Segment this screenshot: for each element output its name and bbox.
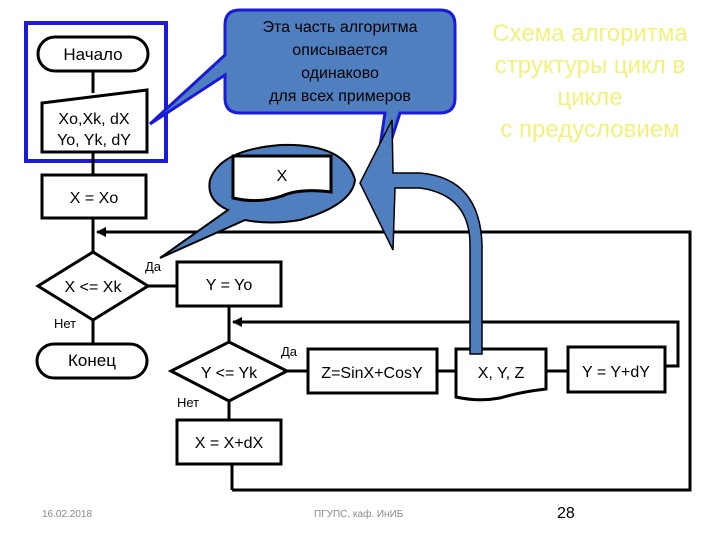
callout-line3: одинаково xyxy=(301,65,379,82)
callout-line1: Эта часть алгоритма xyxy=(262,19,417,36)
cond-y-yes-label: Да xyxy=(281,344,298,359)
title-line2: структуры цикл в xyxy=(494,52,686,79)
cond-y-label: Y <= Yk xyxy=(201,365,258,382)
start-terminator: Начало xyxy=(36,35,150,73)
footer-date: 16.02.2018 xyxy=(42,509,93,520)
inc-x-label: X = X+dX xyxy=(195,435,264,452)
cond-x-no-label: Нет xyxy=(54,316,76,331)
init-y-block: Y = Yo xyxy=(175,260,283,308)
compute-z-label: Z=SinX+CosY xyxy=(321,365,423,382)
x-output-callout: X xyxy=(159,143,357,259)
end-terminator: Конец xyxy=(35,342,149,380)
callout-bubble: Эта часть алгоритма описывается одинаков… xyxy=(148,8,457,201)
init-x-label: X = Xo xyxy=(70,190,119,207)
cond-y-no-label: Нет xyxy=(177,395,199,410)
inc-x-block: X = X+dX xyxy=(175,418,283,466)
title-line3: цикле xyxy=(557,84,623,111)
inc-y-block: Y = Y+dY xyxy=(566,345,667,394)
title-line4: с предусловием xyxy=(500,116,680,143)
start-label: Начало xyxy=(63,45,122,64)
x-output-label: X xyxy=(277,168,288,185)
compute-z-block: Z=SinX+CosY xyxy=(306,347,439,395)
output-xyz-label: X, Y, Z xyxy=(478,365,525,382)
input-block: Xo,Xk, dX Yo, Yk, dY xyxy=(40,88,149,154)
shared-part-frame xyxy=(24,21,168,163)
page-number: 28 xyxy=(557,505,575,522)
end-label: Конец xyxy=(68,351,116,370)
init-x-block: X = Xo xyxy=(40,173,148,220)
callout-line2: описывается xyxy=(292,42,387,59)
callout-line4: для всех примеров xyxy=(269,88,411,105)
init-y-label: Y = Yo xyxy=(206,277,253,294)
input-line2: Yo, Yk, dY xyxy=(57,132,131,149)
slide-title: Схема алгоритма структуры цикл в цикле с… xyxy=(470,18,710,146)
inc-y-label: Y = Y+dY xyxy=(582,364,650,381)
title-line1: Схема алгоритма xyxy=(492,20,688,47)
footer-org: ПГУПС, каф. ИнИБ xyxy=(314,509,404,520)
output-xyz-block: X, Y, Z xyxy=(454,347,548,402)
cond-y-diamond: Y <= Yk xyxy=(167,340,291,403)
curved-arrow xyxy=(359,119,483,355)
input-line1: Xo,Xk, dX xyxy=(58,111,129,128)
cond-x-label: X <= Xk xyxy=(65,279,123,296)
cond-x-diamond: X <= Xk xyxy=(35,250,151,322)
cond-x-yes-label: Да xyxy=(145,259,162,274)
